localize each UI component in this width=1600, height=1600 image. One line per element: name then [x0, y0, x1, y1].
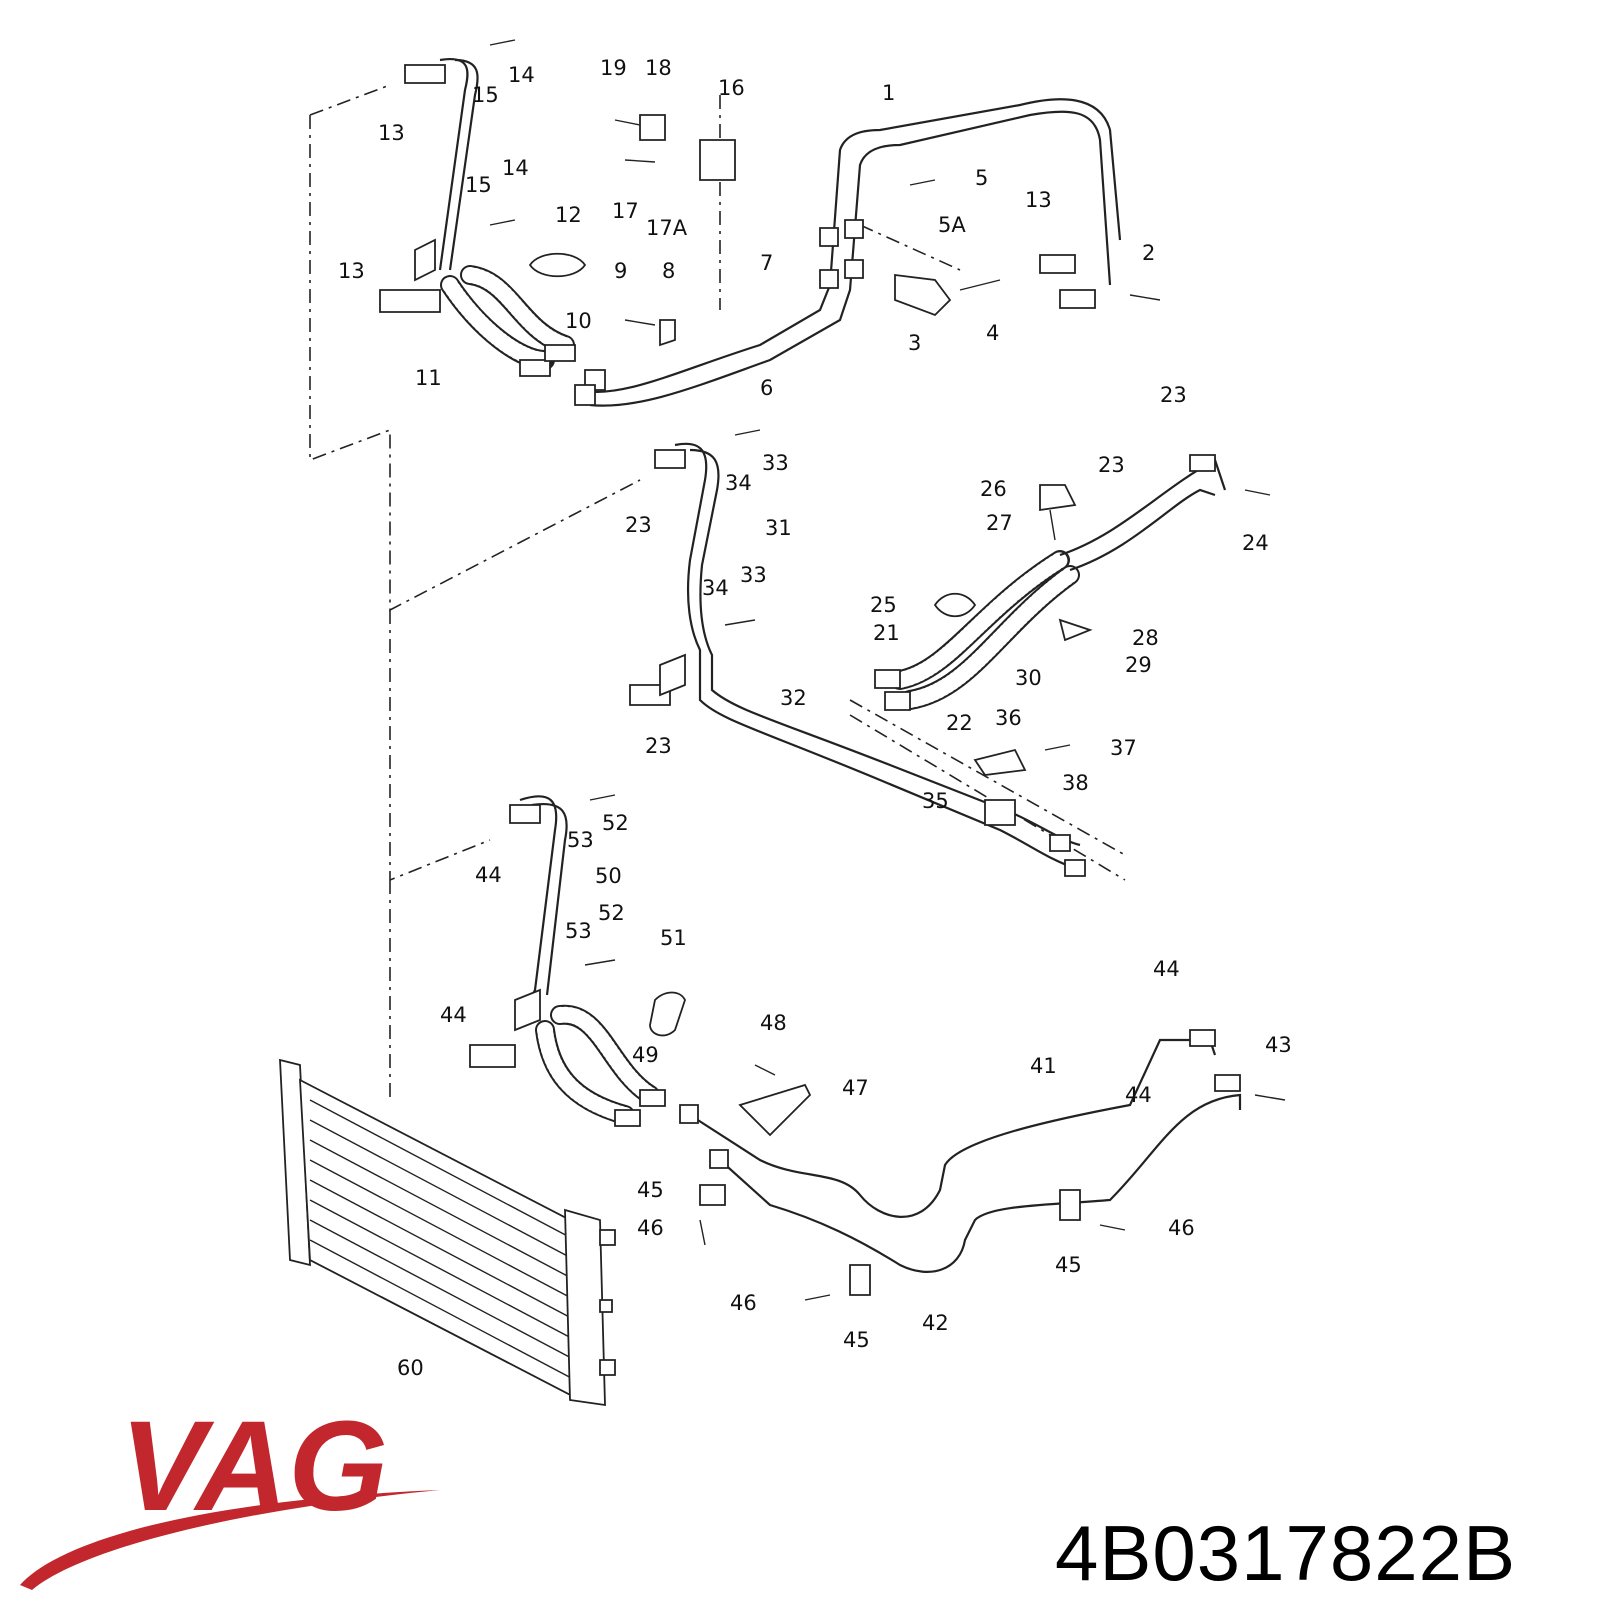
callout-5: 5 [975, 166, 988, 190]
callout-34b: 34 [702, 576, 729, 600]
callout-21: 21 [873, 621, 900, 645]
callout-14a: 14 [508, 63, 535, 87]
callout-1: 1 [882, 81, 895, 105]
callout-44c: 44 [1153, 957, 1180, 981]
callout-45b: 45 [1055, 1253, 1082, 1277]
callout-23b: 23 [1098, 453, 1125, 477]
callout-labels: 1 2 3 4 5 5A 6 7 8 9 10 11 12 13 13 13 1… [338, 56, 1292, 1380]
callout-10: 10 [565, 309, 592, 333]
callout-46a: 46 [637, 1216, 664, 1240]
radiator [279, 1058, 616, 1407]
callout-28: 28 [1132, 626, 1159, 650]
callout-44b: 44 [440, 1003, 467, 1027]
callout-29: 29 [1125, 653, 1152, 677]
callout-13b: 13 [338, 259, 365, 283]
callout-24: 24 [1242, 531, 1269, 555]
callout-15b: 15 [465, 173, 492, 197]
callout-31: 31 [765, 516, 792, 540]
callout-45c: 45 [843, 1328, 870, 1352]
callout-8: 8 [662, 259, 675, 283]
logo-text: VAG [120, 1395, 388, 1538]
callout-5a: 5A [938, 213, 966, 237]
callout-37: 37 [1110, 736, 1137, 760]
callout-2: 2 [1142, 241, 1155, 265]
callout-12: 12 [555, 203, 582, 227]
callout-13c: 13 [1025, 188, 1052, 212]
callout-15a: 15 [472, 83, 499, 107]
callout-44a: 44 [475, 863, 502, 887]
vag-logo: VAG [20, 1395, 440, 1590]
lower-line-group [469, 794, 1286, 1301]
callout-46c: 46 [730, 1291, 757, 1315]
callout-50: 50 [595, 864, 622, 888]
callout-46b: 46 [1168, 1216, 1195, 1240]
callout-22: 22 [946, 711, 973, 735]
callout-41: 41 [1030, 1054, 1057, 1078]
callout-19: 19 [600, 56, 627, 80]
reference-lines [309, 84, 1126, 1100]
part-number: 4B0317822B [1055, 1509, 1516, 1597]
upper-line-group [379, 39, 1161, 407]
callout-32: 32 [780, 686, 807, 710]
callout-33a: 33 [762, 451, 789, 475]
callout-27: 27 [986, 511, 1013, 535]
callout-48: 48 [760, 1011, 787, 1035]
callout-23d: 23 [645, 734, 672, 758]
callout-51: 51 [660, 926, 687, 950]
callout-45a: 45 [637, 1178, 664, 1202]
callout-33b: 33 [740, 563, 767, 587]
callout-42: 42 [922, 1311, 949, 1335]
callout-30: 30 [1015, 666, 1042, 690]
middle-line-group [629, 429, 1271, 877]
callout-36: 36 [995, 706, 1022, 730]
callout-49: 49 [632, 1043, 659, 1067]
logo-swoosh [20, 1490, 440, 1590]
callout-7: 7 [760, 251, 773, 275]
callout-9: 9 [614, 259, 627, 283]
callout-43: 43 [1265, 1033, 1292, 1057]
callout-23c: 23 [625, 513, 652, 537]
callout-34a: 34 [725, 471, 752, 495]
callout-17: 17 [612, 199, 639, 223]
callout-25: 25 [870, 593, 897, 617]
callout-3: 3 [908, 331, 921, 355]
callout-47: 47 [842, 1076, 869, 1100]
callout-35: 35 [922, 789, 949, 813]
callout-17a: 17A [646, 216, 688, 240]
callout-4: 4 [986, 321, 999, 345]
callout-38: 38 [1062, 771, 1089, 795]
callout-16: 16 [718, 76, 745, 100]
callout-53b: 53 [565, 919, 592, 943]
callout-60: 60 [397, 1356, 424, 1380]
callout-6: 6 [760, 376, 773, 400]
callout-53a: 53 [567, 828, 594, 852]
callout-26: 26 [980, 477, 1007, 501]
callout-44d: 44 [1125, 1083, 1152, 1107]
callout-23a: 23 [1160, 383, 1187, 407]
callout-52b: 52 [598, 901, 625, 925]
callout-18: 18 [645, 56, 672, 80]
callout-52a: 52 [602, 811, 629, 835]
callout-11: 11 [415, 366, 442, 390]
callout-13a: 13 [378, 121, 405, 145]
callout-14b: 14 [502, 156, 529, 180]
